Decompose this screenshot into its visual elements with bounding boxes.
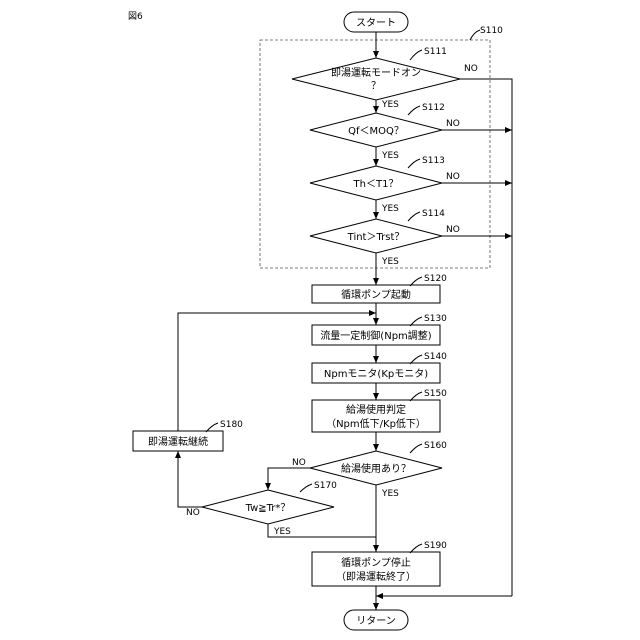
s180-text: 即湯運転継続 (148, 435, 208, 448)
end-label: リターン (356, 615, 396, 627)
s114-leader (408, 212, 420, 221)
s140-label: S140 (424, 352, 447, 362)
s112-leader (408, 106, 420, 115)
s113-leader (408, 159, 420, 168)
s111-yes-label: YES (381, 100, 399, 110)
s170-text: Tw≧Tr*？ (245, 503, 291, 514)
arrow-s160-s170 (268, 468, 310, 490)
s180-label: S180 (220, 420, 243, 430)
s112-yes-label: YES (381, 151, 399, 161)
s114-text: Tint＞Trst？ (347, 232, 405, 243)
s114-no-label: NO (446, 225, 460, 235)
s120-text: 循環ポンプ起動 (341, 288, 411, 301)
s113-text: Th＜T1？ (353, 179, 399, 190)
s113-yes-label: YES (381, 204, 399, 214)
s111-diamond (292, 58, 460, 100)
s113-no-label: NO (446, 172, 460, 182)
arrow-s170-s180 (178, 451, 202, 507)
s110-label: S110 (480, 26, 503, 36)
no-bus-line (460, 79, 512, 596)
s160-no-label: NO (292, 458, 306, 468)
s130-text: 流量一定制御(Npm調整) (320, 329, 431, 342)
s170-label: S170 (314, 481, 337, 491)
s190-text-2: （即湯運転終了） (336, 570, 416, 583)
s190-text-1: 循環ポンプ停止 (341, 556, 411, 569)
s111-no-label: NO (464, 64, 478, 74)
s150-label: S150 (424, 389, 447, 399)
s160-leader (410, 444, 422, 453)
s160-text: 給湯使用あり？ (341, 462, 411, 475)
s140-text: Npmモニタ(Kpモニタ) (324, 368, 428, 380)
s150-text-1: 給湯使用判定 (346, 403, 406, 416)
s160-yes-label: YES (381, 489, 399, 499)
s120-label: S120 (424, 274, 447, 284)
s114-label: S114 (422, 209, 445, 219)
s170-yes-label: YES (273, 527, 291, 537)
s112-text: Qf＜MOQ？ (348, 126, 404, 137)
s111-text: 即湯運転モードオン (331, 66, 421, 79)
s112-label: S112 (422, 103, 445, 113)
s170-leader (300, 484, 312, 492)
s111-text-q: ？ (371, 81, 381, 92)
s111-label: S111 (424, 47, 447, 57)
s113-label: S113 (422, 156, 445, 166)
start-label: スタート (356, 17, 396, 29)
s111-leader (410, 50, 422, 60)
s114-yes-label: YES (381, 257, 399, 267)
s130-label: S130 (424, 314, 447, 324)
s112-no-label: NO (446, 119, 460, 129)
s160-label: S160 (424, 441, 447, 451)
s170-no-label: NO (186, 508, 200, 518)
s110-leader (470, 30, 480, 40)
s150-text-2: （Npm低下/Kp低下） (326, 417, 426, 430)
s190-label: S190 (424, 541, 447, 551)
